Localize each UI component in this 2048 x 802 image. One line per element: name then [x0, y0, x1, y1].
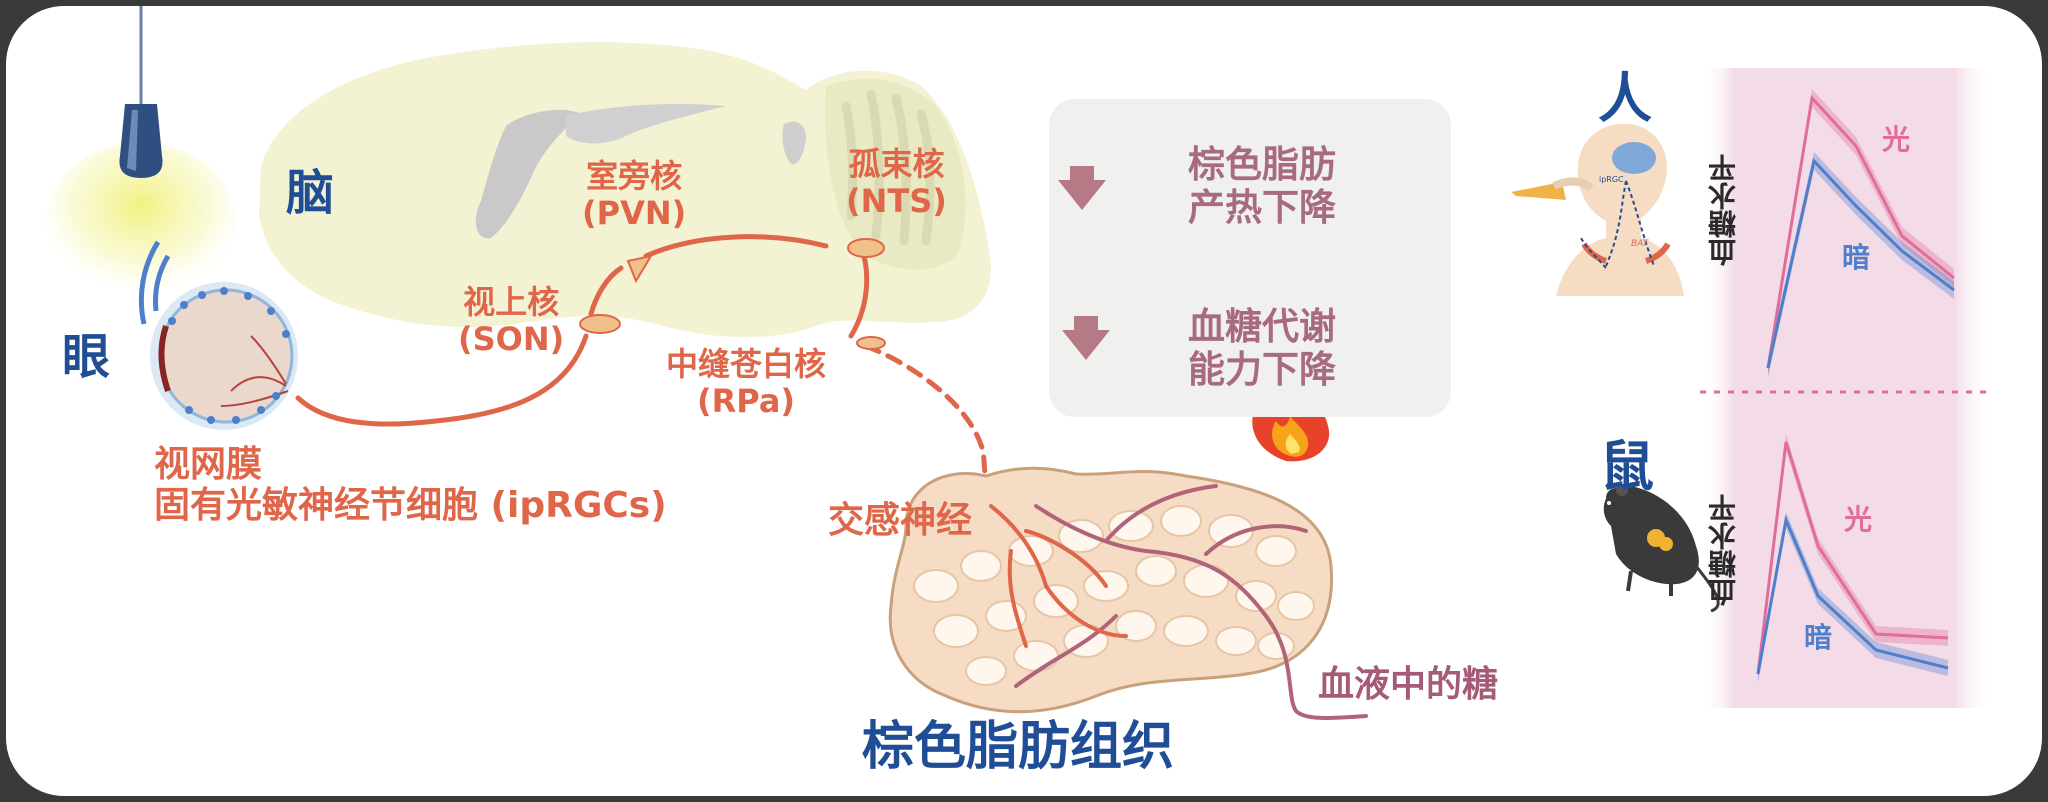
human-dark-curve-band	[1768, 152, 1954, 377]
brain-label: 脑	[286, 165, 335, 221]
effect-item-2-line2: 能力下降	[1188, 347, 1336, 391]
down-arrow-icon	[1062, 316, 1110, 360]
mouse-glucose-chart	[1756, 434, 1949, 682]
son-label-line1: 视上核	[463, 283, 560, 321]
human-glucose-chart	[1766, 89, 1955, 377]
mouse-figure-icon	[1603, 484, 1720, 613]
retina-label-line2: 固有光敏神经节细胞 (ipRGCs)	[154, 485, 667, 527]
blood-sugar-label: 血液中的糖	[1318, 664, 1499, 705]
effects-box	[1049, 99, 1451, 417]
svg-text:BAT: BAT	[1631, 239, 1650, 249]
mouse-y-axis-label: 血糖水平	[1707, 494, 1740, 606]
rpa-label: 中缝苍白核 (RPa)	[666, 346, 826, 420]
rpa-label-line2: (RPa)	[696, 381, 796, 420]
human-light-label: 光	[1882, 123, 1911, 156]
diagram-canvas: ipRGC BAT	[46, 6, 1990, 721]
bat-illustration	[888, 466, 1368, 721]
human-light-curve-line	[1766, 94, 1955, 369]
effect-item-1-line1: 棕色脂肪	[1188, 143, 1336, 186]
human-figure-icon: ipRGC BAT	[1511, 123, 1684, 296]
mouse-light-label: 光	[1844, 503, 1873, 536]
pvn-label: 室旁核 (PVN)	[582, 158, 686, 232]
son-label-line2: (SON)	[458, 319, 565, 358]
lamp-icon	[46, 6, 236, 299]
nts-label: 孤束核 (NTS)	[846, 146, 947, 220]
mouse-dark-curve-band	[1758, 512, 1948, 682]
human-title: 人	[1598, 67, 1652, 130]
eye-illustration	[138, 240, 298, 430]
effect-item-1-line2: 产热下降	[1188, 185, 1336, 229]
figure-frame: ipRGC BAT 眼 脑 视网膜 固有光敏神经节细胞 (ipRGCs) 视上核…	[6, 6, 2042, 796]
retina-label-line1: 视网膜	[154, 444, 263, 485]
mouse-light-curve-line	[1756, 441, 1949, 675]
effect-item-1: 棕色脂肪 产热下降	[1188, 143, 1336, 229]
retina-label: 视网膜 固有光敏神经节细胞 (ipRGCs)	[154, 444, 667, 527]
human-dark-curve-line	[1766, 157, 1955, 369]
brain-illustration	[259, 42, 991, 338]
effect-item-2: 血糖代谢 能力下降	[1188, 305, 1336, 391]
mouse-title: 鼠	[1600, 435, 1654, 498]
bat-title: 棕色脂肪组织	[862, 717, 1175, 777]
pvn-label-line2: (PVN)	[582, 193, 687, 232]
nucleus-markers	[579, 238, 886, 350]
mouse-dark-label: 暗	[1804, 621, 1833, 654]
human-y-axis-label: 血糖水平	[1707, 154, 1740, 266]
son-label: 视上核 (SON)	[458, 284, 564, 358]
effect-item-2-line1: 血糖代谢	[1188, 305, 1336, 348]
mouse-dark-curve-line	[1756, 514, 1949, 675]
glucose-panels-bg	[1700, 68, 1990, 708]
rpa-label-line1: 中缝苍白核	[666, 345, 827, 383]
sympathetic-nerve-label: 交感神经	[828, 500, 973, 541]
svg-text:ipRGC: ipRGC	[1599, 175, 1624, 184]
down-arrow-icon	[1058, 166, 1106, 210]
pvn-label-line1: 室旁核	[586, 157, 683, 195]
human-dark-label: 暗	[1842, 241, 1871, 274]
eye-label: 眼	[62, 329, 111, 385]
nts-label-line1: 孤束核	[848, 145, 945, 183]
nts-label-line2: (NTS)	[846, 181, 947, 220]
